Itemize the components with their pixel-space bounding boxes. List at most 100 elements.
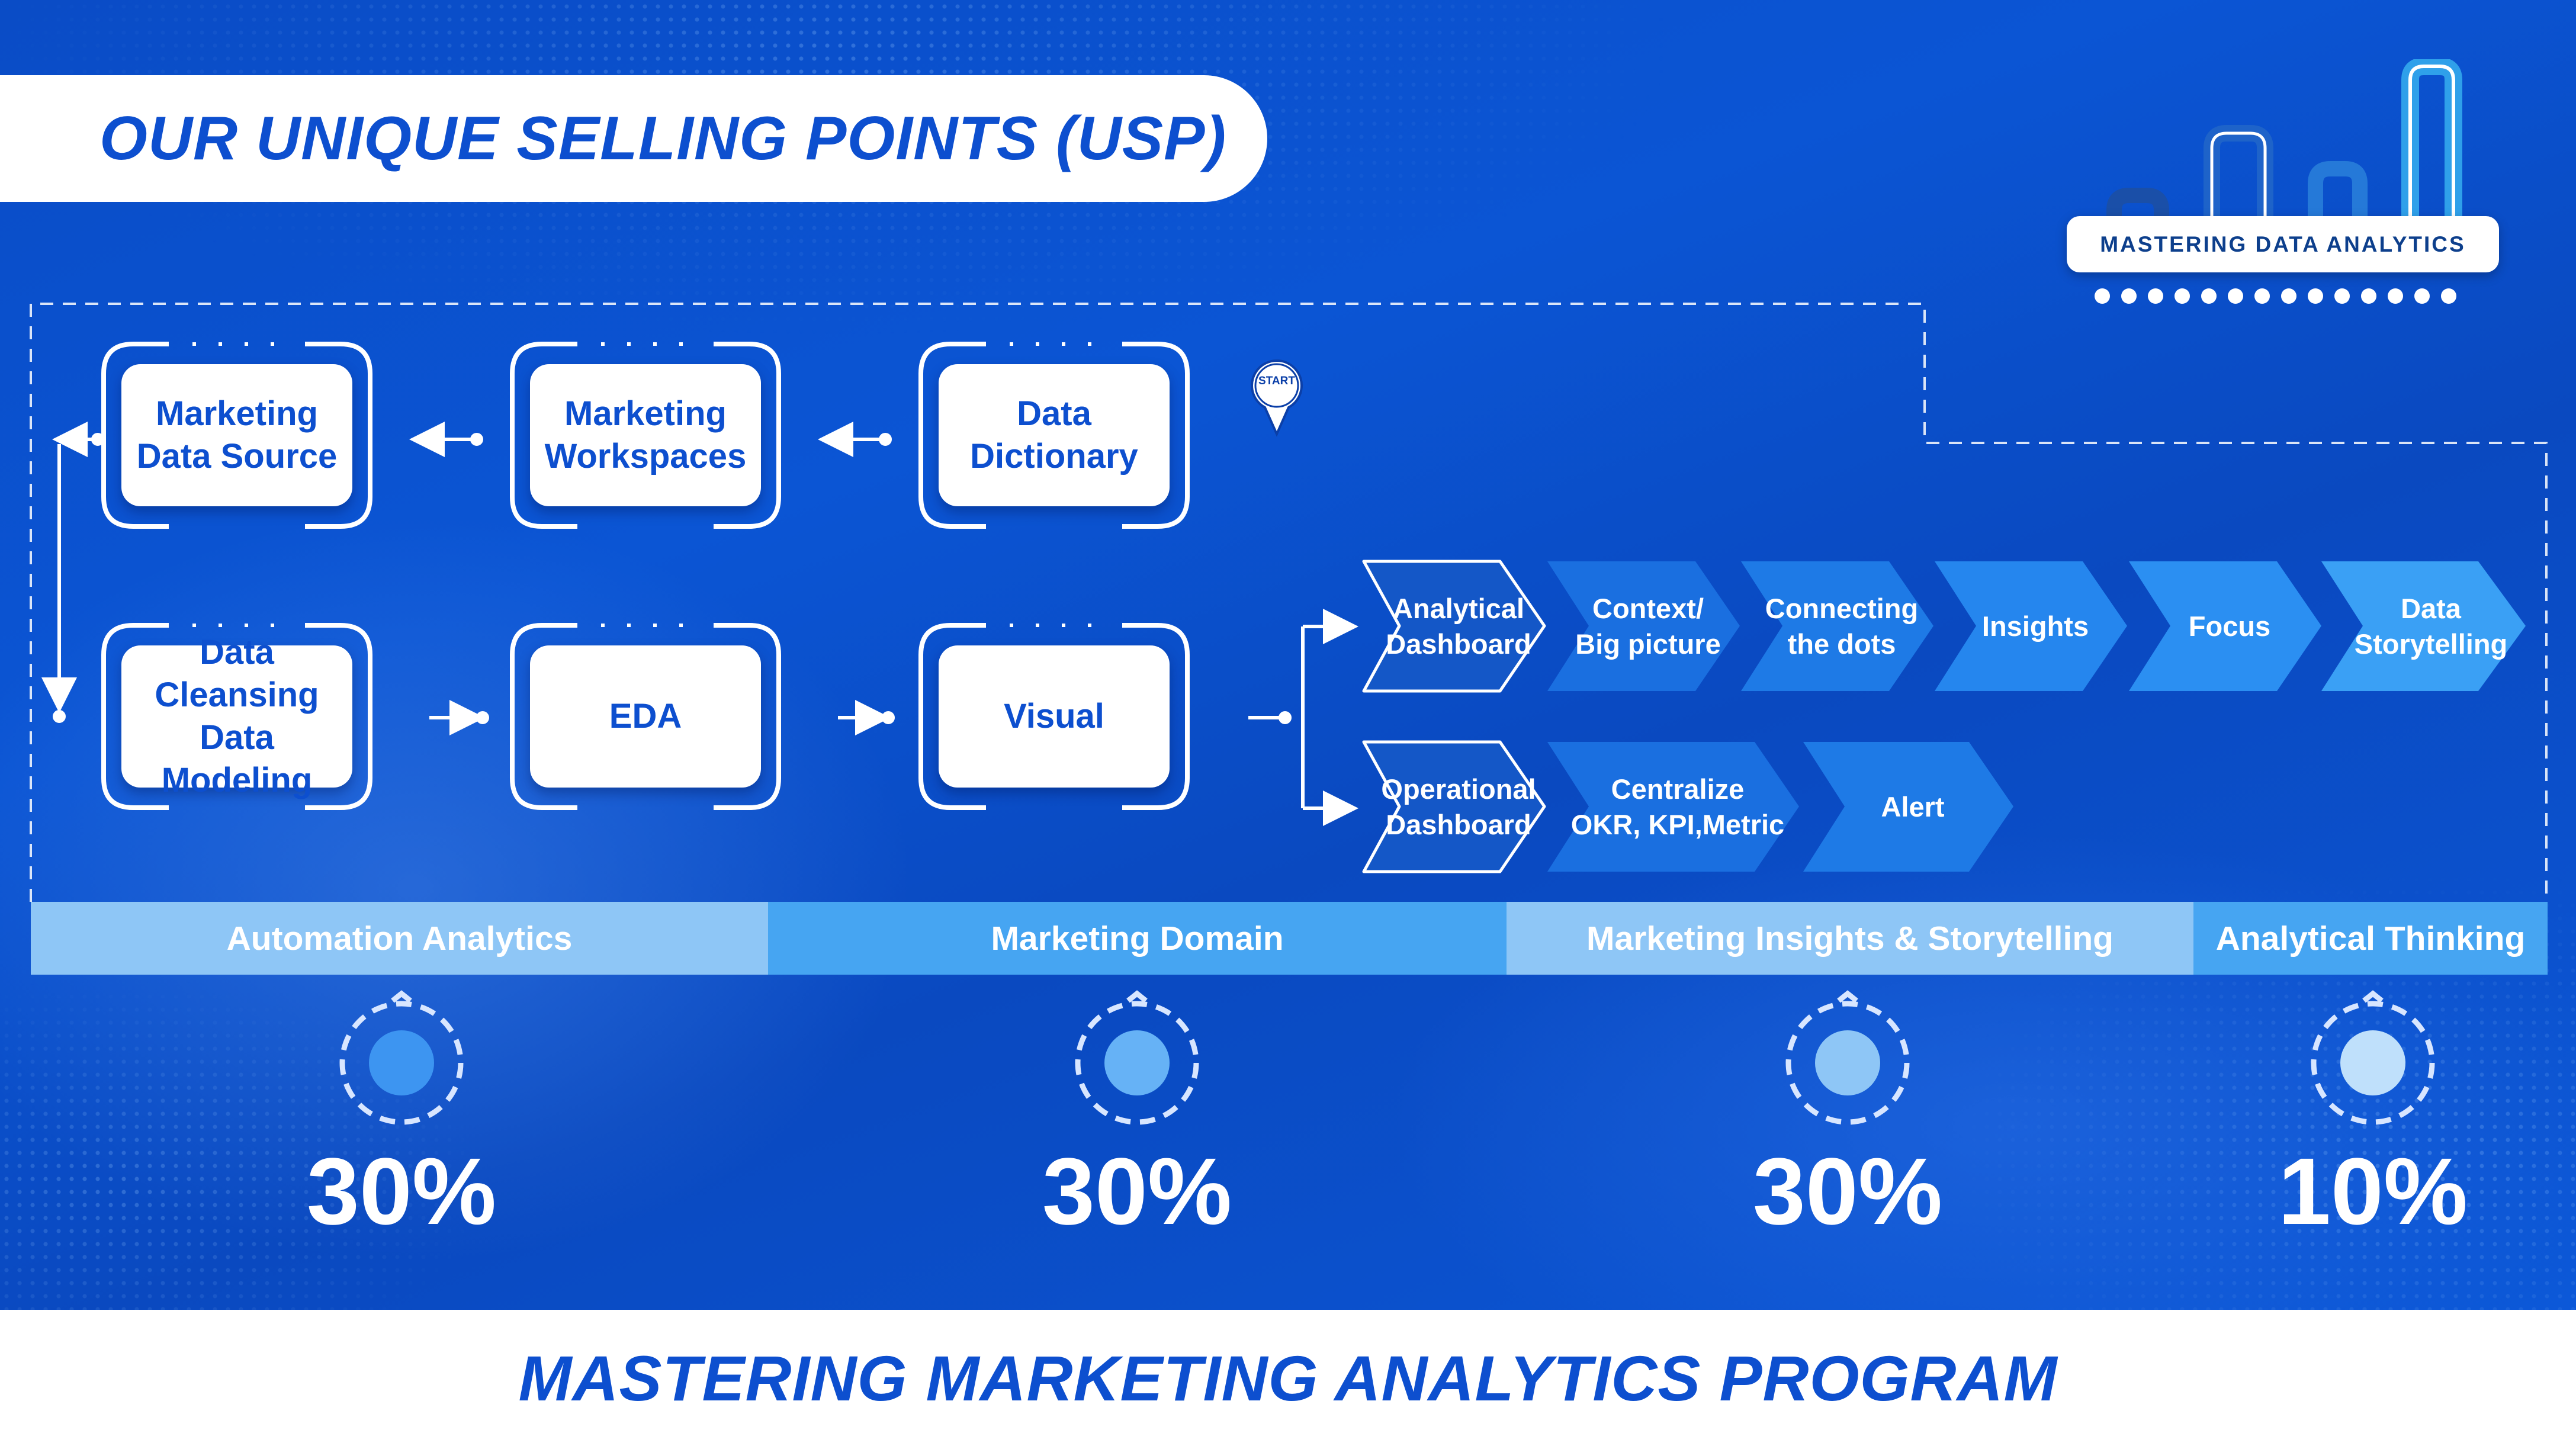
node-marketing-data-source: Marketing Data Source (98, 340, 376, 530)
gauge-marketing-domain (1072, 989, 1202, 1131)
percent-marketing-insights: 30% (1752, 1138, 1943, 1244)
band-label: Marketing Domain (991, 919, 1284, 957)
chevron-centralize-okr: Centralize OKR, KPI,Metric (1544, 737, 1805, 876)
target-icon (339, 990, 464, 1125)
chevron-connecting-the-dots: Connecting the dots (1738, 557, 1939, 696)
logo: MASTERING DATA ANALYTICS (2067, 59, 2499, 314)
connector-source-left (52, 422, 104, 457)
node-line-2: Dictionary (970, 437, 1138, 475)
band-marketing-insights: Marketing Insights & Storytelling (1507, 902, 2193, 975)
band-marketing-domain: Marketing Domain (768, 902, 1507, 975)
node-line-2: Data Modeling (161, 718, 313, 799)
chevron-alert: Alert (1800, 737, 2019, 876)
gauge-marketing-insights (1782, 989, 1913, 1131)
node-line-2: Data Source (136, 437, 338, 475)
bracket-frame (510, 342, 781, 529)
node-marketing-workspaces: Marketing Workspaces (506, 340, 785, 530)
chevron-shape (1547, 561, 1740, 691)
node-card: Visual (939, 645, 1170, 788)
band-label: Analytical Thinking (2215, 919, 2526, 957)
bar-chart-icon (2095, 59, 2462, 304)
node-visual: Visual (915, 622, 1193, 811)
connector-dictionary-to-workspaces (818, 422, 892, 457)
gauge-analytical-thinking (2308, 989, 2438, 1131)
node-card: Data Cleansing Data Modeling (121, 633, 352, 799)
chevron-shape (1803, 742, 2013, 872)
dashed-frame (30, 303, 2548, 902)
chevron-line-2: Dashboard (1386, 628, 1531, 660)
footer-title: MASTERING MARKETING ANALYTICS PROGRAM (518, 1342, 2058, 1414)
target-icon (1075, 990, 1199, 1125)
logo-text: MASTERING DATA ANALYTICS (2100, 232, 2466, 256)
node-data-dictionary: Data Dictionary (915, 340, 1193, 530)
bracket-frame (101, 623, 372, 810)
node-line-1: Marketing (156, 394, 318, 433)
location-pin-icon (1251, 359, 1303, 437)
node-eda: EDA (506, 622, 785, 811)
title-pill: OUR UNIQUE SELLING POINTS (USP) (0, 75, 1267, 202)
page-title: OUR UNIQUE SELLING POINTS (USP) (99, 104, 1227, 173)
node-line-1: Visual (1004, 697, 1104, 735)
connector-visual-branch (1248, 609, 1358, 826)
chevron-context-big-picture: Context/ Big picture (1544, 557, 1746, 696)
chevron-focus: Focus (2126, 557, 2327, 696)
percent-marketing-domain: 30% (1042, 1138, 1232, 1244)
node-card: Marketing Workspaces (530, 364, 761, 506)
chevron-line-1: Insights (1981, 610, 2089, 642)
node-line-1: Data (1017, 394, 1091, 433)
chevron-shape (1362, 560, 1546, 693)
chevron-line-2: Dashboard (1386, 808, 1531, 840)
connector-eda-to-visual (838, 700, 895, 735)
percent-analytical-thinking: 10% (2278, 1138, 2468, 1244)
chevron-line-1: Analytical (1392, 592, 1525, 624)
chevron-line-2: Storytelling (2354, 628, 2508, 660)
chevron-line-2: the dots (1787, 628, 1896, 660)
chevron-operational-dashboard: Operational Dashboard (1349, 737, 1550, 876)
bracket-frame (101, 342, 372, 529)
node-line-1: Data Cleansing (155, 633, 319, 714)
node-card: Marketing Data Source (121, 364, 352, 506)
chevron-line-1: Operational (1381, 773, 1536, 805)
node-card: Data Dictionary (939, 364, 1170, 506)
node-line-1: Marketing (564, 394, 727, 433)
node-data-cleansing-modeling: Data Cleansing Data Modeling (98, 622, 376, 811)
chevron-line-1: Context/ (1592, 592, 1704, 624)
band-automation-analytics: Automation Analytics (31, 902, 768, 975)
bracket-frame (918, 623, 1190, 810)
chevron-analytical-dashboard: Analytical Dashboard (1349, 557, 1550, 696)
logo-plate: MASTERING DATA ANALYTICS (2067, 216, 2499, 272)
chevron-shape (1935, 561, 2127, 691)
connector-down (41, 444, 77, 723)
flow-connectors (30, 303, 2548, 902)
chevron-line-1: Alert (1881, 791, 1945, 822)
chevron-line-2: OKR, KPI,Metric (1570, 808, 1785, 840)
chevron-line-2: Big picture (1575, 628, 1721, 660)
gauge-automation-analytics (336, 989, 467, 1131)
chevron-shape (2321, 561, 2526, 691)
chevron-line-1: Focus (2188, 610, 2271, 642)
target-icon (1785, 990, 1910, 1125)
percent-automation-analytics: 30% (306, 1138, 497, 1244)
chevron-insights: Insights (1932, 557, 2133, 696)
band-label: Automation Analytics (226, 919, 573, 957)
bracket-frame (918, 342, 1190, 529)
start-pin: START (1247, 357, 1306, 440)
bracket-frame (510, 623, 781, 810)
chevron-line-1: Data (2401, 592, 2461, 624)
chevron-shape (1362, 740, 1546, 873)
start-label: START (1258, 375, 1295, 387)
node-card: EDA (530, 645, 761, 788)
band-analytical-thinking: Analytical Thinking (2193, 902, 2548, 975)
chevron-shape (2129, 561, 2321, 691)
node-line-2: Workspaces (544, 437, 747, 475)
band-label: Marketing Insights & Storytelling (1586, 919, 2114, 957)
chevron-shape (1547, 742, 1799, 872)
node-line-1: EDA (609, 697, 682, 735)
connector-workspaces-to-source (409, 422, 483, 457)
chevron-line-1: Connecting (1765, 592, 1919, 624)
chevron-shape (1741, 561, 1933, 691)
target-icon (2311, 990, 2435, 1125)
chevron-data-storytelling: Data Storytelling (2318, 557, 2532, 696)
chevron-line-1: Centralize (1611, 773, 1745, 805)
connector-cleansing-to-eda (429, 700, 489, 735)
